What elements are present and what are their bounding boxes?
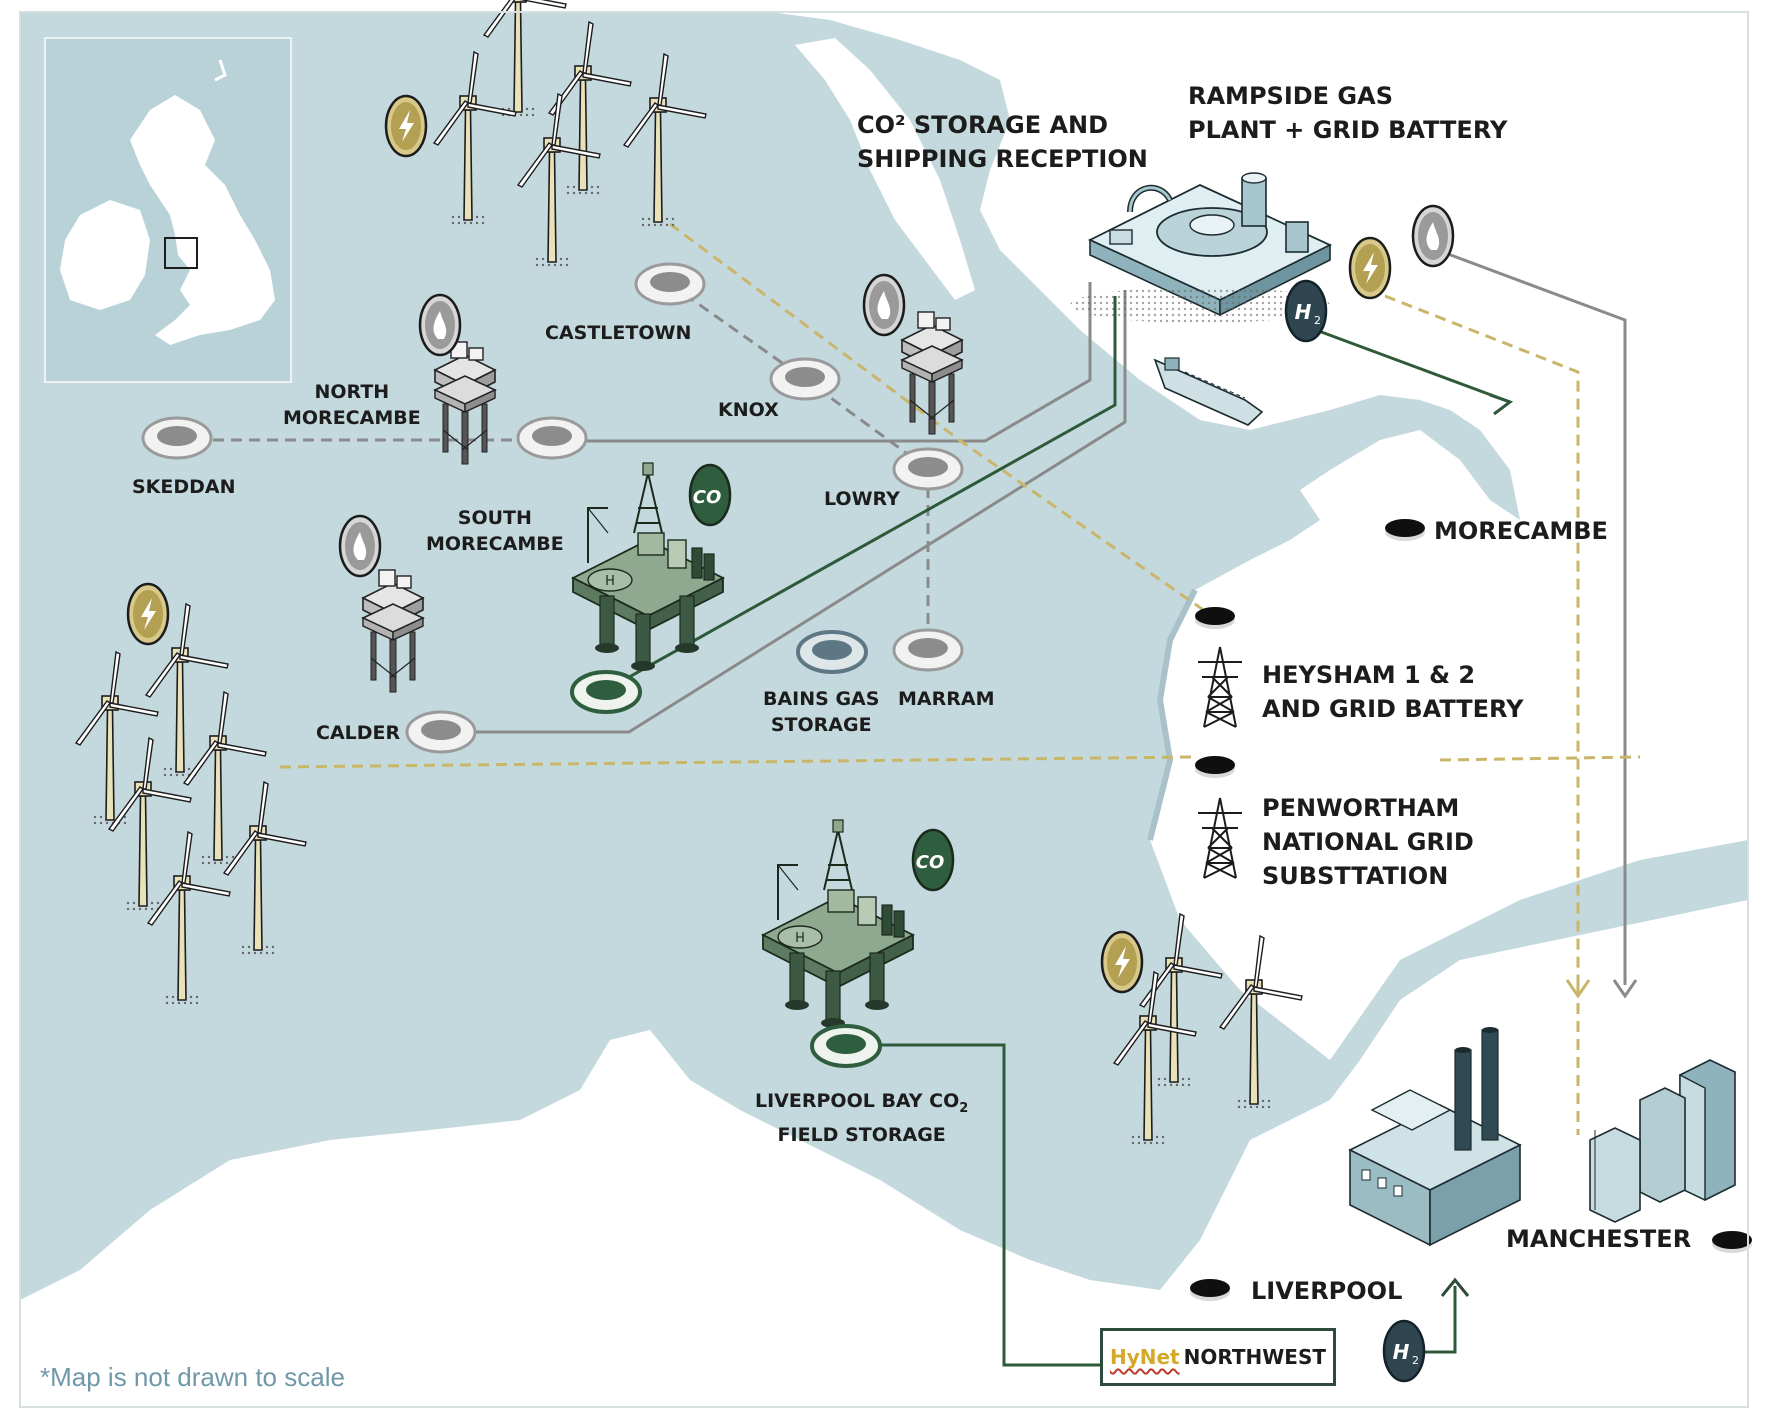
inset-region-box xyxy=(164,237,198,269)
svg-text:2: 2 xyxy=(1314,314,1321,327)
scale-note: *Map is not drawn to scale xyxy=(40,1362,345,1392)
inset-great-britain xyxy=(130,95,275,345)
uk-inset-map xyxy=(44,37,292,383)
label-penwortham: PENWORTHAM NATIONAL GRID SUBSTTATION xyxy=(1262,794,1474,890)
gas-badge-calder xyxy=(338,514,382,578)
city-dot-penwortham xyxy=(1195,756,1235,778)
h2-badge-hynet: H 2 xyxy=(1382,1319,1426,1383)
power-badge-west-wind xyxy=(126,582,170,646)
svg-text:H: H xyxy=(1295,300,1312,324)
hynet-northwest-box: HyNet NORTHWEST xyxy=(1100,1328,1336,1386)
label-castletown: CASTLETOWN xyxy=(545,322,692,344)
industrial-factory xyxy=(1348,1027,1522,1247)
city-dot-liverpool xyxy=(1190,1279,1230,1301)
field-south-morecambe xyxy=(516,416,588,460)
power-badge-north-wind xyxy=(384,94,428,158)
ship xyxy=(1153,357,1264,426)
h2-badge-rampside: H 2 xyxy=(1284,279,1328,343)
gas-pipelines xyxy=(471,252,1627,985)
label-liverpool: LIVERPOOL xyxy=(1251,1277,1403,1305)
label-bains-gas-storage: BAINS GAS STORAGE xyxy=(763,688,880,736)
hynet-brand: HyNet xyxy=(1109,1345,1180,1369)
svg-text:CO: CO xyxy=(693,487,722,508)
field-castletown xyxy=(634,262,706,306)
label-manchester: MANCHESTER xyxy=(1506,1225,1692,1253)
label-marram: MARRAM xyxy=(898,688,995,710)
power-lines xyxy=(279,222,1641,1135)
svg-text:CO: CO xyxy=(916,852,945,873)
label-rampside: RAMPSIDE GAS PLANT + GRID BATTERY xyxy=(1188,82,1508,144)
city-dot-manchester xyxy=(1712,1231,1752,1253)
label-skeddan: SKEDDAN xyxy=(132,476,236,498)
label-liverpool-bay: LIVERPOOL BAY CO2 FIELD STORAGE xyxy=(755,1090,969,1146)
field-bains-gas-storage xyxy=(796,630,868,674)
label-co2-storage: CO² STORAGE AND SHIPPING RECEPTION xyxy=(857,111,1148,173)
power-badge-rampside xyxy=(1348,236,1392,300)
field-knox xyxy=(769,357,841,401)
svg-text:H: H xyxy=(1393,1340,1410,1364)
city-dot-heysham xyxy=(1195,607,1235,629)
label-south-morecambe: SOUTH MORECAMBE xyxy=(426,507,564,555)
field-liverpool-bay-co2 xyxy=(810,1024,882,1068)
co2-badge-liverpool-bay: CO xyxy=(911,828,955,892)
label-north-morecambe: NORTH MORECAMBE xyxy=(283,381,421,429)
gas-badge-rampside xyxy=(1411,204,1455,268)
inset-ireland xyxy=(60,200,150,310)
field-calder xyxy=(405,710,477,754)
label-knox: KNOX xyxy=(718,399,779,421)
label-morecambe: MORECAMBE xyxy=(1434,517,1608,545)
co2-badge-south-morecambe: CO xyxy=(688,463,732,527)
field-south-morecambe-co2 xyxy=(570,670,642,714)
city-buildings xyxy=(1589,1059,1736,1223)
label-lowry: LOWRY xyxy=(824,488,900,510)
rampside-gas-plant xyxy=(1070,172,1333,323)
label-calder: CALDER xyxy=(316,722,401,744)
co2-pipelines xyxy=(605,296,1511,1367)
field-skeddan xyxy=(141,416,213,460)
label-heysham: HEYSHAM 1 & 2 AND GRID BATTERY xyxy=(1262,661,1524,723)
svg-text:2: 2 xyxy=(1412,1354,1419,1367)
field-lowry xyxy=(892,447,964,491)
hynet-region: NORTHWEST xyxy=(1183,1345,1327,1369)
land-south xyxy=(20,900,1748,1407)
field-marram xyxy=(892,628,964,672)
power-badge-liverpool-wind xyxy=(1100,930,1144,994)
island-walney xyxy=(795,38,975,300)
gas-badge-north-morecambe xyxy=(418,293,462,357)
gas-badge-lowry xyxy=(862,273,906,337)
city-dot-morecambe xyxy=(1385,519,1425,541)
